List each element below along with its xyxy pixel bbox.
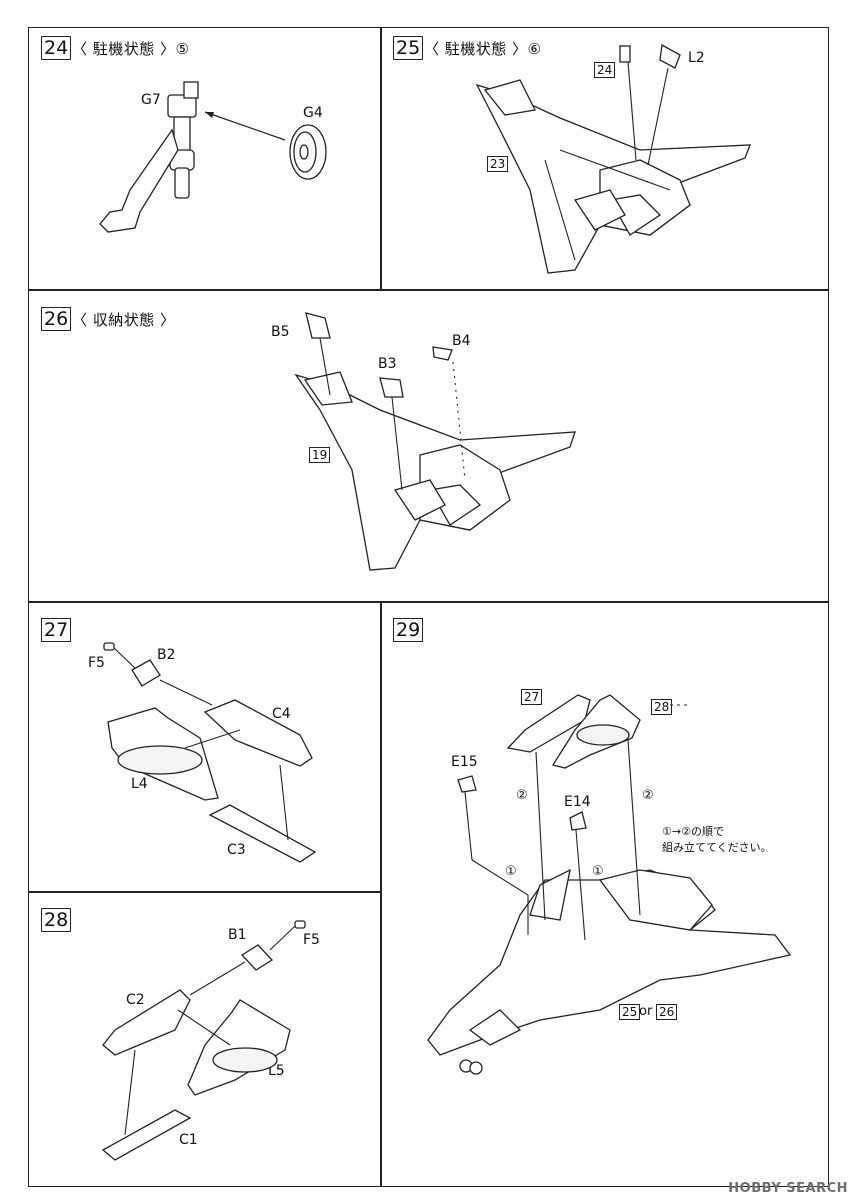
- step-number: 27: [41, 618, 72, 642]
- step-number: 26: [41, 307, 72, 331]
- part-label-c2: C2: [126, 992, 145, 1008]
- part-label-b4: B4: [452, 333, 471, 349]
- order-mark-2a: ②: [516, 788, 528, 803]
- ref-box-28: 28: [651, 699, 673, 715]
- part-label-e15: E15: [451, 754, 478, 770]
- step-number: 24: [41, 36, 72, 60]
- watermark: HOBBY SEARCH: [728, 1181, 848, 1196]
- ref-box-23: 23: [487, 156, 509, 172]
- part-label-c3: C3: [227, 842, 246, 858]
- divider-row1: [28, 289, 829, 291]
- order-mark-2b: ②: [642, 788, 654, 803]
- divider-row2: [28, 601, 829, 603]
- part-label-f5: F5: [88, 655, 105, 671]
- part-label-c1: C1: [179, 1132, 198, 1148]
- part-label-l2: L2: [688, 50, 705, 66]
- step-title: 〈 駐機状態 〉⑥: [424, 40, 542, 58]
- divider-27-28: [28, 891, 381, 893]
- part-label-b5: B5: [271, 324, 290, 340]
- part-label-e14: E14: [564, 794, 591, 810]
- ref-box-25: 25: [619, 1004, 641, 1020]
- ref-box-27: 27: [521, 689, 543, 705]
- part-label-b3: B3: [378, 356, 397, 372]
- step-title: 〈 収納状態 〉: [72, 311, 176, 329]
- or-text: or: [639, 1004, 653, 1019]
- part-label-b1: B1: [228, 927, 247, 943]
- order-mark-1b: ①: [592, 864, 604, 879]
- part-label-b2: B2: [157, 647, 176, 663]
- divider-col-top: [380, 27, 382, 290]
- ref-box-19: 19: [309, 447, 331, 463]
- assembly-order-note-line2: 組み立ててください。: [662, 841, 772, 854]
- part-label-f5: F5: [303, 932, 320, 948]
- ref-box-24: 24: [594, 62, 616, 78]
- part-label-c4: C4: [272, 706, 291, 722]
- part-label-g7: G7: [141, 92, 161, 108]
- step-number: 25: [393, 36, 424, 60]
- step-number: 29: [393, 618, 424, 642]
- assembly-order-note-line1: ①→②の順で: [662, 825, 724, 838]
- instruction-sheet-frame: [28, 27, 829, 1187]
- divider-col-bottom: [380, 601, 382, 1187]
- ref-box-26: 26: [656, 1004, 678, 1020]
- part-label-l4: L4: [131, 776, 148, 792]
- part-label-g4: G4: [303, 105, 323, 121]
- order-mark-1a: ①: [505, 864, 517, 879]
- step-title: 〈 駐機状態 〉⑤: [72, 40, 190, 58]
- step-number: 28: [41, 908, 72, 932]
